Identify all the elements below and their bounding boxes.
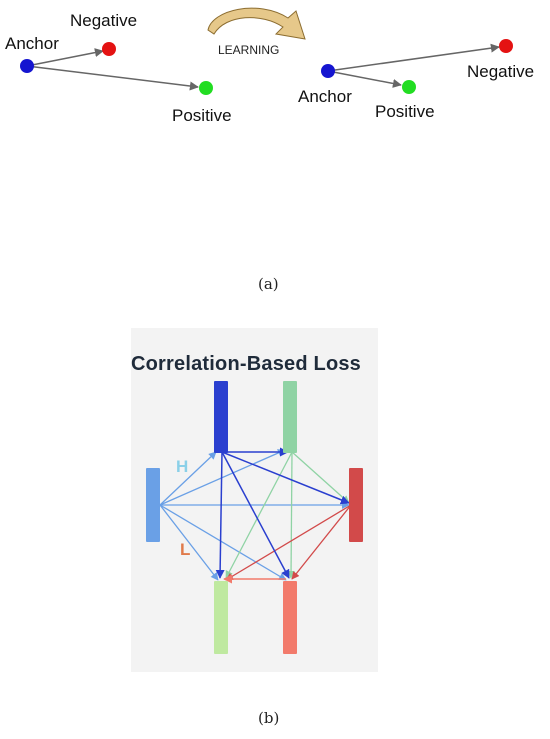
bar-pale-green — [214, 581, 228, 654]
bar-red — [349, 468, 363, 542]
bar-light-green — [283, 381, 297, 453]
label-l: L — [180, 540, 191, 559]
edge-lb-sa — [159, 504, 287, 581]
edge-rd-sa — [291, 504, 352, 580]
edge-lb-pg — [159, 504, 219, 581]
edge-anchor-negative-before — [26, 48, 104, 67]
negative-node-after — [499, 39, 513, 53]
edge-anchor-positive-before — [26, 65, 199, 91]
caption-a: (a) — [258, 275, 279, 293]
panel-b-title: Correlation-Based Loss — [131, 353, 362, 375]
edge-lg-sa — [287, 451, 295, 579]
positive-node-after — [402, 80, 416, 94]
negative-node-before — [102, 42, 116, 56]
bar-dark-blue — [214, 381, 228, 453]
positive-label-before: Positive — [172, 106, 232, 125]
edge-rd-pg — [225, 504, 352, 581]
edge-anchor-negative-after — [327, 43, 500, 72]
positive-node-before — [199, 81, 213, 95]
caption-b: (b) — [258, 709, 280, 727]
edge-lg-pg — [225, 451, 293, 579]
positive-label-after: Positive — [375, 102, 435, 121]
bar-salmon — [283, 581, 297, 654]
edge-db-rd — [221, 451, 350, 505]
bar-light-blue — [146, 468, 160, 542]
label-h: H — [176, 457, 189, 476]
edge-anchor-positive-after — [327, 70, 402, 88]
edge-lb-lg — [159, 449, 286, 506]
edge-lb-db — [159, 451, 217, 506]
edge-db-pg — [215, 451, 225, 579]
edge-lg-rd — [291, 451, 350, 504]
anchor-node-before — [20, 59, 34, 73]
anchor-node-after — [321, 64, 335, 78]
learning-label: LEARNING — [218, 43, 280, 57]
anchor-label-after: Anchor — [298, 87, 352, 106]
negative-label-before: Negative — [70, 11, 138, 30]
negative-label-after: Negative — [467, 62, 535, 81]
learning-arrow — [207, 7, 306, 40]
edge-db-sa — [221, 451, 290, 579]
triplet-diagram — [20, 7, 513, 95]
anchor-label-before: Anchor — [5, 34, 59, 53]
